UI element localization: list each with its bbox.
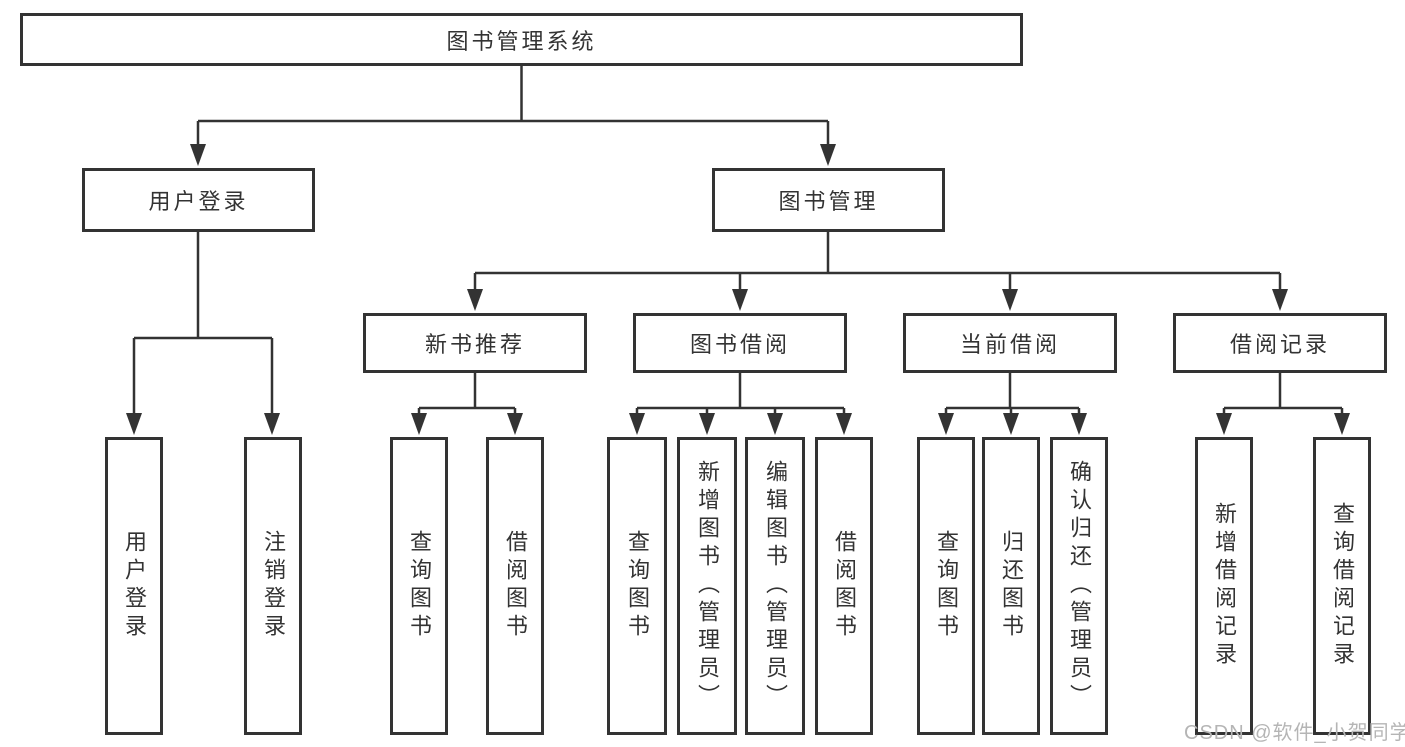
arrowhead-icon xyxy=(1003,413,1019,435)
node-new-book-recommend: 新书推荐 xyxy=(363,313,587,373)
leaf-borrow-edit-books-admin: 编辑图书（管理员） xyxy=(745,437,805,735)
arrowhead-icon xyxy=(264,413,280,435)
connector-records-to-leaves xyxy=(1222,373,1344,415)
leaf-borrow-add-books-admin: 新增图书（管理员） xyxy=(677,437,737,735)
arrowhead-icon xyxy=(467,289,483,311)
arrowhead-icon xyxy=(820,144,836,166)
leaf-label: 新增借阅记录 xyxy=(1212,502,1237,670)
leaf-current-return-books: 归还图书 xyxy=(982,437,1040,735)
arrowhead-icon xyxy=(836,413,852,435)
arrowhead-icon xyxy=(629,413,645,435)
arrowhead-icon xyxy=(1216,413,1232,435)
leaf-records-query-record: 查询借阅记录 xyxy=(1313,437,1371,735)
node-book-management: 图书管理 xyxy=(712,168,945,232)
node-current-borrow: 当前借阅 xyxy=(903,313,1117,373)
leaf-label: 注销登录 xyxy=(261,530,286,642)
arrowhead-icon xyxy=(411,413,427,435)
node-root-system: 图书管理系统 xyxy=(20,13,1023,66)
arrowhead-icon xyxy=(1334,413,1350,435)
node-borrow-records: 借阅记录 xyxy=(1173,313,1387,373)
node-book-borrow: 图书借阅 xyxy=(633,313,847,373)
connector-mgmt-to-level3 xyxy=(473,232,1282,291)
connector-current-to-leaves xyxy=(944,373,1081,415)
leaf-label: 新增图书（管理员） xyxy=(695,460,720,712)
leaf-recommend-query-books: 查询图书 xyxy=(390,437,448,735)
arrowhead-icon xyxy=(126,413,142,435)
leaf-label: 归还图书 xyxy=(999,530,1024,642)
arrowhead-icon xyxy=(767,413,783,435)
connector-borrow-to-leaves xyxy=(635,373,846,415)
leaf-label: 查询图书 xyxy=(407,530,432,642)
node-user-login: 用户登录 xyxy=(82,168,315,232)
arrowhead-icon xyxy=(507,413,523,435)
leaf-label: 确认归还（管理员） xyxy=(1067,460,1092,712)
connector-recommend-to-leaves xyxy=(417,373,517,415)
leaf-borrow-borrow-books: 借阅图书 xyxy=(815,437,873,735)
arrowhead-icon xyxy=(190,144,206,166)
csdn-watermark: CSDN @软件_小贺同学 xyxy=(1184,722,1405,744)
leaf-borrow-query-books: 查询图书 xyxy=(607,437,667,735)
leaf-label: 查询图书 xyxy=(934,530,959,642)
arrowhead-icon xyxy=(732,289,748,311)
arrowhead-icon xyxy=(938,413,954,435)
leaf-logout: 注销登录 xyxy=(244,437,302,735)
leaf-current-confirm-return-admin: 确认归还（管理员） xyxy=(1050,437,1108,735)
leaf-label: 编辑图书（管理员） xyxy=(763,460,788,712)
leaf-user-login: 用户登录 xyxy=(105,437,163,735)
leaf-label: 用户登录 xyxy=(122,530,147,642)
leaf-label: 借阅图书 xyxy=(503,530,528,642)
leaf-label: 查询图书 xyxy=(625,530,650,642)
arrowhead-icon xyxy=(699,413,715,435)
leaf-label: 借阅图书 xyxy=(832,530,857,642)
arrowhead-icon xyxy=(1272,289,1288,311)
leaf-records-add-record: 新增借阅记录 xyxy=(1195,437,1253,735)
connector-root-to-level2 xyxy=(196,66,830,146)
leaf-recommend-borrow-books: 借阅图书 xyxy=(486,437,544,735)
connector-login-to-leaves xyxy=(132,232,274,415)
leaf-current-query-books: 查询图书 xyxy=(917,437,975,735)
arrowhead-icon xyxy=(1071,413,1087,435)
arrowhead-icon xyxy=(1002,289,1018,311)
leaf-label: 查询借阅记录 xyxy=(1330,502,1355,670)
